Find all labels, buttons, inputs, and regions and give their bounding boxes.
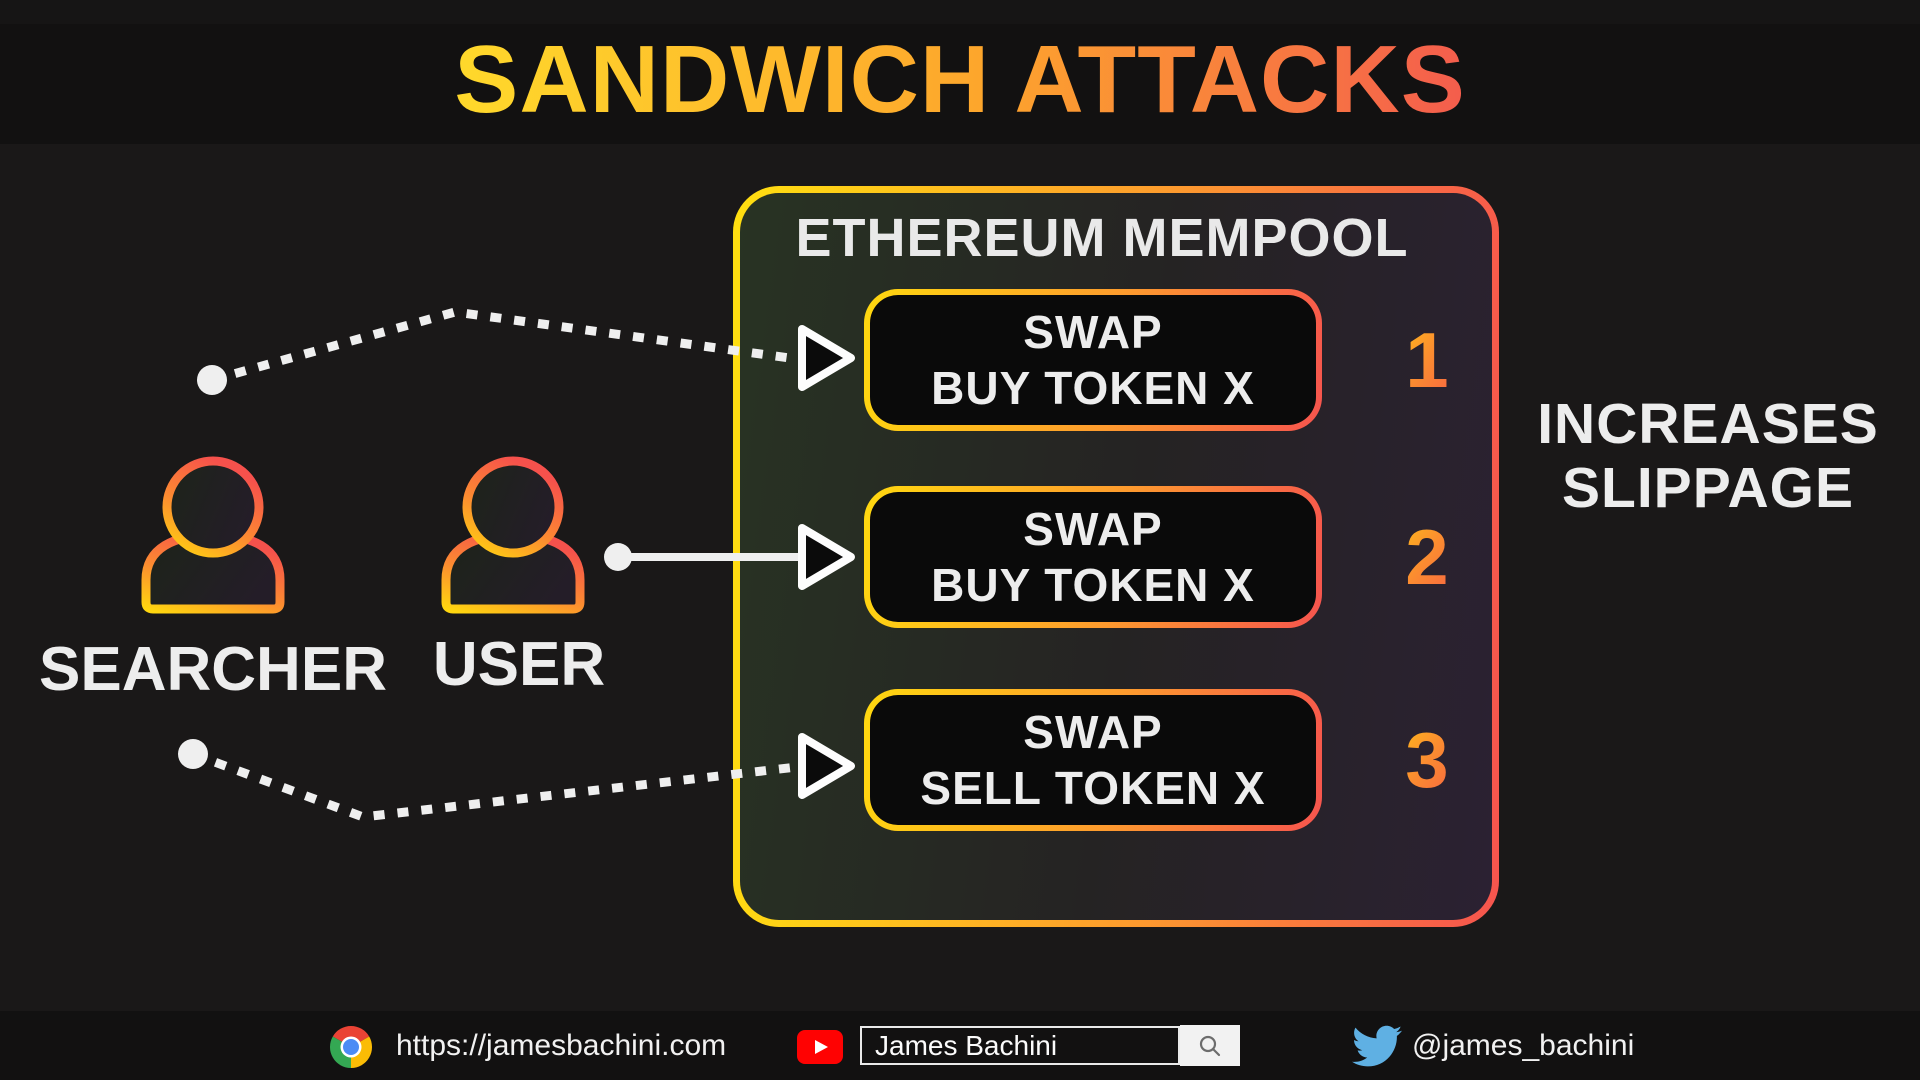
line-origin-dot	[604, 543, 632, 571]
tx-box-3: SWAP SELL TOKEN X	[864, 689, 1322, 831]
tx-box-2: SWAP BUY TOKEN X	[864, 486, 1322, 628]
website-url: https://jamesbachini.com	[396, 1028, 727, 1062]
tx-3-line2: SELL TOKEN X	[920, 762, 1266, 814]
searcher-label: SEARCHER	[39, 635, 387, 704]
slippage-note-line1: INCREASES	[1537, 392, 1879, 456]
twitter-handle: @james_bachini	[1412, 1028, 1635, 1062]
mempool-panel: ETHEREUM MEMPOOL SWAP BUY TOKEN X 1 SWAP…	[733, 186, 1499, 927]
tx-3-line1: SWAP	[1023, 706, 1163, 758]
youtube-search-input[interactable]	[862, 1028, 1191, 1063]
tx-1-line1: SWAP	[1023, 306, 1163, 358]
tx-1-line2: BUY TOKEN X	[931, 362, 1255, 414]
person-icon	[141, 456, 285, 614]
youtube-search-button[interactable]	[1180, 1025, 1240, 1066]
title-band: SANDWICH ATTACKS	[0, 24, 1920, 144]
line-origin-dot	[197, 365, 227, 395]
slippage-note: INCREASES SLIPPAGE	[1508, 392, 1908, 520]
tx-box-2-content: SWAP BUY TOKEN X	[870, 492, 1316, 622]
twitter-bird-icon	[1352, 1025, 1402, 1067]
youtube-search-box	[860, 1026, 1191, 1065]
youtube-play-icon	[797, 1030, 843, 1064]
magnifier-icon	[1199, 1035, 1221, 1056]
tx-box-3-content: SWAP SELL TOKEN X	[870, 695, 1316, 825]
tx-2-line1: SWAP	[1023, 503, 1163, 555]
tx-box-1: SWAP BUY TOKEN X	[864, 289, 1322, 431]
tx-2-line2: BUY TOKEN X	[931, 559, 1255, 611]
line-origin-dot	[178, 739, 208, 769]
chrome-icon	[329, 1025, 373, 1068]
person-icon	[441, 456, 585, 614]
top-strip	[0, 0, 1920, 24]
slippage-note-line2: SLIPPAGE	[1562, 456, 1854, 520]
user-label: USER	[432, 630, 606, 699]
tx-box-1-content: SWAP BUY TOKEN X	[870, 295, 1316, 425]
tx-number-1: 1	[1387, 289, 1467, 431]
mempool-title: ETHEREUM MEMPOOL	[795, 208, 1409, 268]
tx-number-3: 3	[1387, 689, 1467, 831]
mempool-panel-inner: ETHEREUM MEMPOOL SWAP BUY TOKEN X 1 SWAP…	[740, 193, 1492, 920]
tx-number-2: 2	[1387, 486, 1467, 628]
page-title: SANDWICH ATTACKS	[454, 25, 1465, 143]
